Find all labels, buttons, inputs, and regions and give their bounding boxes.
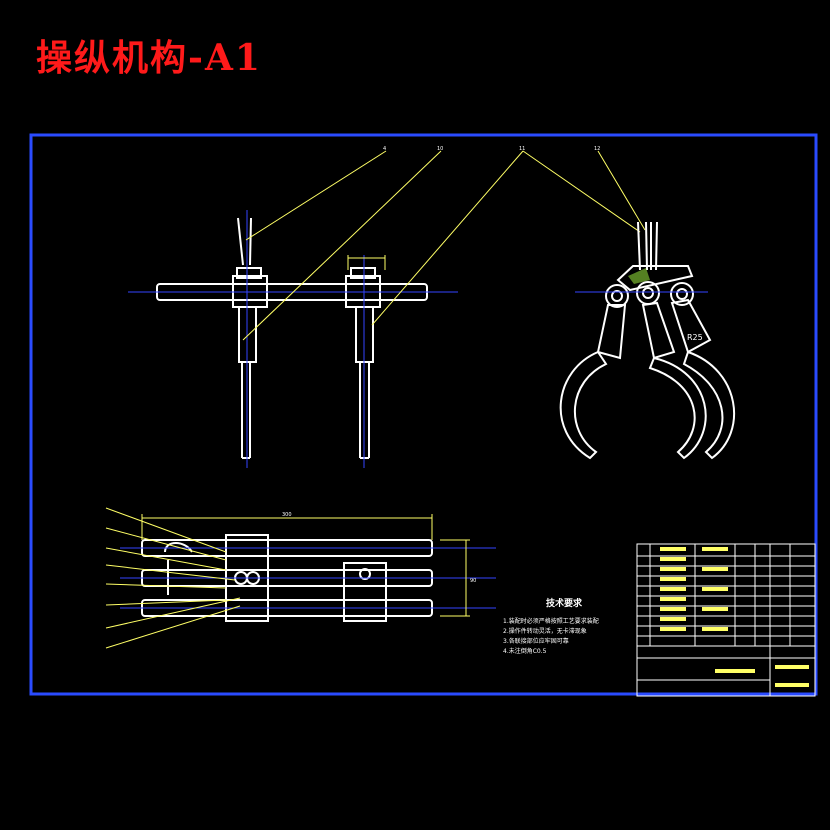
tech-req-item-2: 2.操作件转动灵活，无卡滞现象	[503, 628, 587, 635]
title-block-text-marks	[660, 547, 809, 687]
tech-req-item-4: 4.未注倒角C0.5	[503, 648, 547, 655]
tech-req-item-1: 1.装配时必须严格按照工艺要求装配	[503, 618, 599, 625]
top-leaders	[105, 507, 241, 649]
svg-text:10: 10	[437, 146, 443, 152]
page-title: 操纵机构-A1	[36, 37, 262, 79]
svg-text:12: 12	[594, 146, 600, 152]
svg-text:4: 4	[383, 146, 386, 152]
hub-dimension	[347, 255, 386, 270]
tech-req-item-3: 3.各联接部位应牢固可靠	[503, 638, 569, 645]
technical-requirements-title: 技术要求	[546, 599, 583, 609]
title-block	[636, 543, 816, 697]
bracket-hatch	[628, 268, 650, 284]
side-view-grapple	[559, 221, 736, 460]
front-view	[156, 217, 428, 459]
r25-label: R25	[687, 333, 703, 342]
width-dimension-label: 300	[282, 512, 292, 518]
front-centerlines	[128, 210, 458, 468]
svg-text:11: 11	[519, 146, 525, 152]
front-leaders	[242, 150, 646, 341]
height-dimension-label: 90	[470, 578, 476, 584]
top-dimensions	[141, 514, 470, 617]
drawing-frame	[29, 133, 818, 696]
